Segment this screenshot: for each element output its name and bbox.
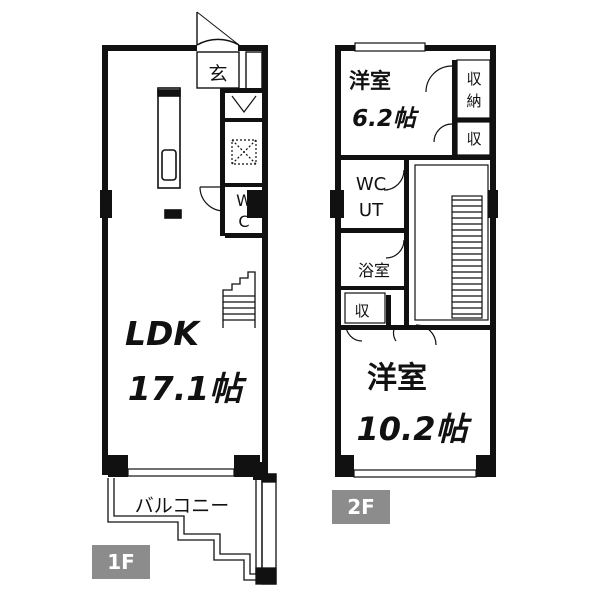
interior-walls-1f — [220, 88, 262, 238]
floor-badge-2f: 2F — [332, 490, 390, 524]
wc-label: WC — [356, 174, 386, 195]
windows-2f — [353, 42, 477, 478]
balcony — [107, 473, 277, 585]
shu2-label: 収 — [354, 302, 369, 320]
ldk-window — [127, 468, 235, 477]
shuno-label-1: 収 — [466, 70, 481, 88]
shu-label: 収 — [466, 130, 481, 148]
floor-1f: 玄 W C LDK 17.1帖 バルコニー 1F — [92, 11, 277, 585]
floor-badge-2f-text: 2F — [347, 495, 375, 519]
floor-2f: 洋室 6.2帖 収 納 収 WC UT 浴室 収 洋室 10.2帖 2F — [330, 42, 498, 524]
wc-label-c: C — [238, 212, 249, 231]
youshitsu-b-size-label: 10.2帖 — [357, 410, 473, 448]
stairs-1f — [222, 271, 256, 328]
fixtures-1f — [199, 95, 257, 212]
floor-badge-1f-text: 1F — [107, 550, 135, 574]
entrance-area — [196, 11, 263, 91]
genkan-label: 玄 — [208, 63, 227, 85]
interior-walls-2f — [341, 60, 491, 330]
youshitsu-a-size-label: 6.2帖 — [352, 106, 420, 132]
yokushitsu-label: 浴室 — [358, 261, 390, 280]
ut-label: UT — [359, 200, 384, 221]
ldk-name-label: LDK — [125, 314, 201, 353]
wc-label-w: W — [236, 191, 252, 210]
kitchen-counter — [157, 87, 182, 219]
youshitsu-a-name-label: 洋室 — [349, 69, 391, 93]
stairs-2f — [414, 164, 489, 321]
floor-badge-1f: 1F — [92, 545, 150, 579]
shuno-label-2: 納 — [466, 92, 481, 110]
fixtures-2f — [344, 59, 491, 346]
youshitsu-b-name-label: 洋室 — [367, 361, 427, 396]
ldk-size-label: 17.1帖 — [128, 369, 247, 408]
balcony-label: バルコニー — [135, 495, 230, 517]
walls-1f — [100, 45, 268, 480]
